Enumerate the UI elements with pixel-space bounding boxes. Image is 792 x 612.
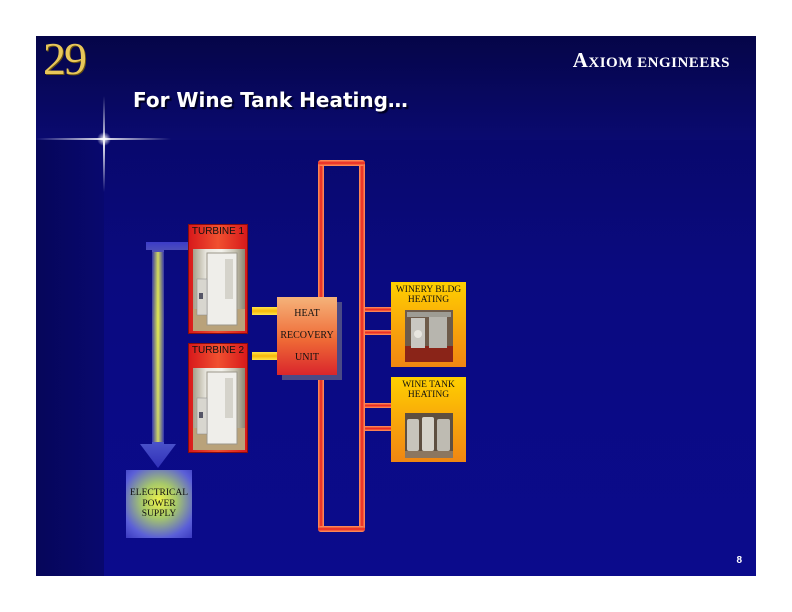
electrical-power-supply-box: ELECTRICAL POWER SUPPLY [126, 470, 192, 538]
turbine-2-box: TURBINE 2 [188, 343, 248, 453]
turbine-links [252, 307, 277, 360]
wine-tank-heating-label: WINE TANK HEATING [391, 380, 466, 400]
winery-bldg-heating-box: WINERY BLDG HEATING [391, 282, 466, 367]
electrical-line2: POWER [142, 498, 176, 509]
brand-rest: XIOM ENGINEERS [588, 55, 730, 71]
electrical-label: ELECTRICAL POWER SUPPLY [126, 488, 192, 520]
slide-number: 29 [43, 36, 87, 84]
electrical-line3: SUPPLY [141, 509, 177, 519]
brand-initial: A [572, 48, 589, 72]
wine-tank-line1: WINE TANK [402, 380, 455, 390]
turbine-cabinet-icon [193, 252, 245, 331]
heat-recovery-unit: HEAT RECOVERY UNIT [277, 297, 337, 375]
brand-logo: AXIOM ENGINEERS [573, 48, 730, 73]
heat-recovery-line2: RECOVERY [280, 330, 334, 341]
turbine-cabinet-icon [193, 371, 245, 450]
heat-recovery-line1: HEAT [294, 308, 320, 319]
winery-line2: HEATING [407, 295, 450, 305]
winery-line1: WINERY BLDG [395, 285, 462, 295]
turbine-2-label: TURBINE 2 [191, 345, 245, 356]
turbine-1-label: TURBINE 1 [191, 226, 245, 237]
wine-tank-line2: HEATING [407, 390, 450, 400]
turbine-2-photo [193, 368, 245, 450]
sparkle-icon [36, 96, 171, 192]
page-number: 8 [736, 555, 742, 566]
heating-pipe-loop [318, 160, 391, 532]
electrical-line1: ELECTRICAL [129, 488, 189, 498]
winery-photo [405, 310, 453, 362]
winery-equipment-icon [405, 310, 453, 362]
page-title: For Wine Tank Heating… [133, 88, 408, 112]
header-band [36, 36, 756, 140]
turbine-1-photo [193, 249, 245, 331]
wine-tanks-icon [405, 413, 453, 458]
wine-tank-heating-box: WINE TANK HEATING [391, 377, 466, 462]
turbine-1-box: TURBINE 1 [188, 224, 248, 334]
down-arrow-icon [140, 242, 188, 468]
left-band [36, 140, 104, 576]
winery-heating-label: WINERY BLDG HEATING [391, 285, 466, 305]
wine-tank-photo [405, 413, 453, 458]
heat-recovery-line3: UNIT [295, 352, 319, 363]
